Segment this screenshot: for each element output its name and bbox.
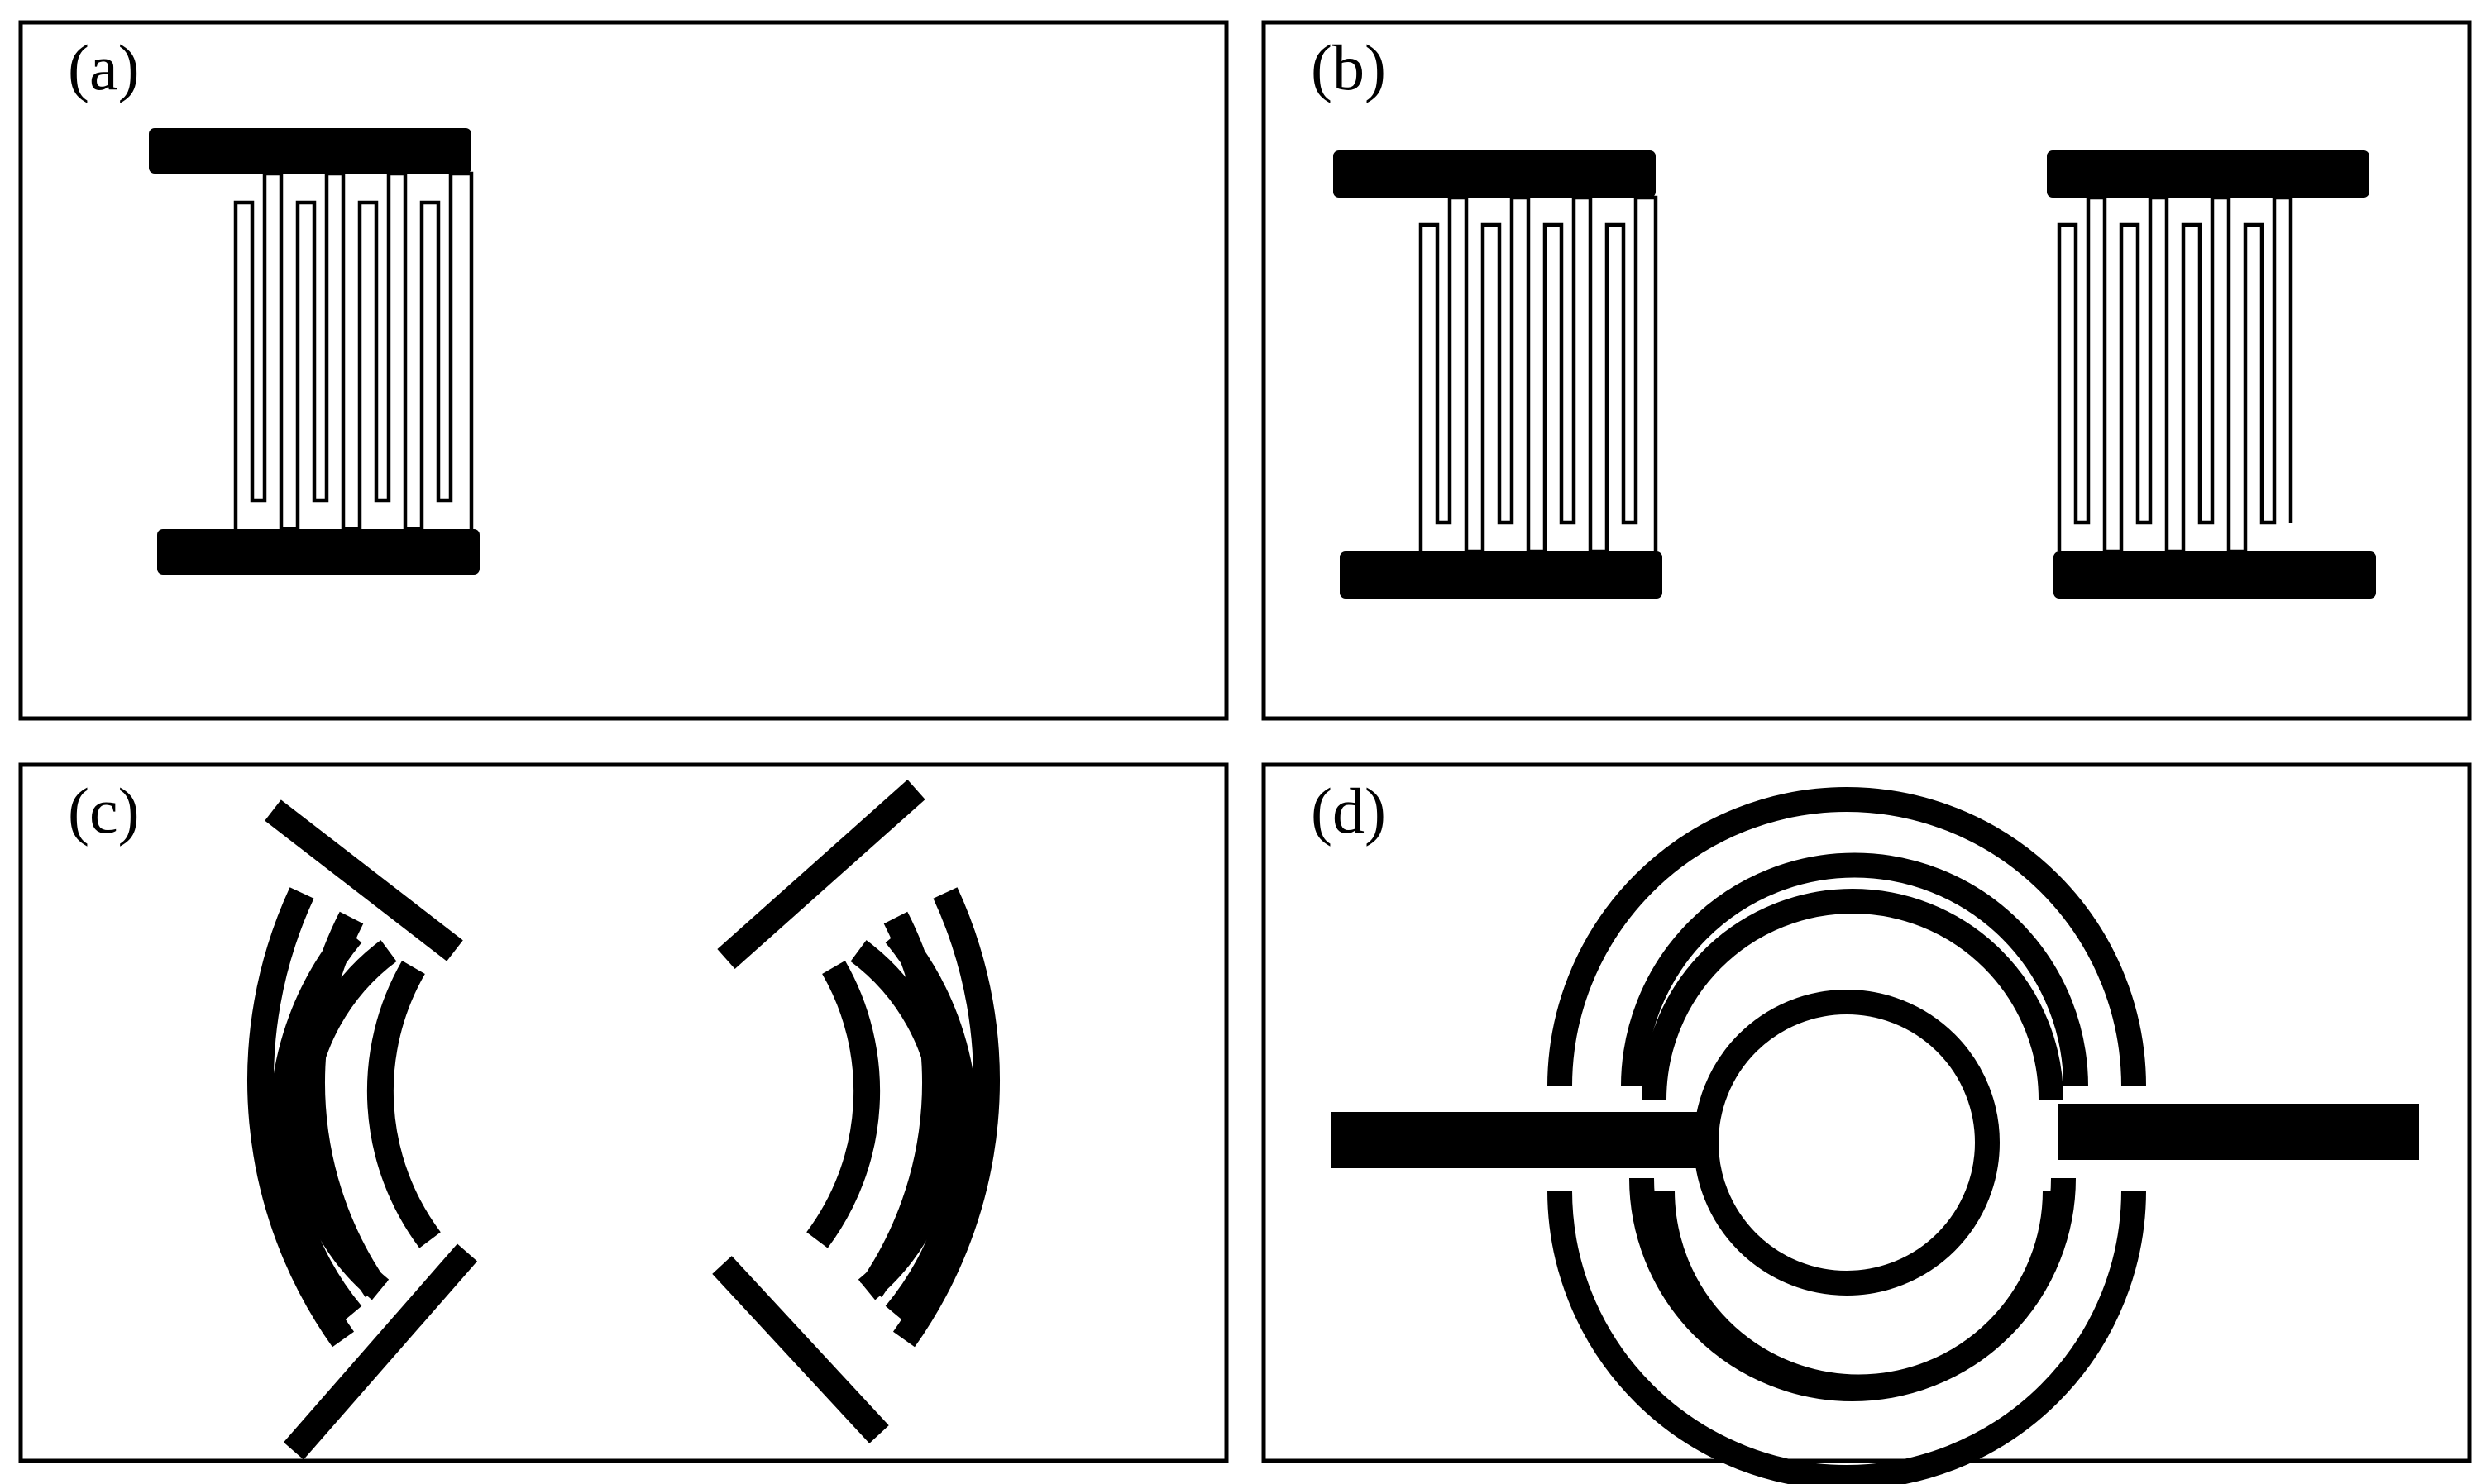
finger-meander: [233, 171, 474, 532]
panel-a-label: (a): [68, 31, 140, 103]
top-diagonal-bar: [717, 780, 925, 969]
top-diagonal-bar: [265, 799, 463, 961]
finger-meander: [2057, 195, 2293, 554]
top-bus-bar: [149, 128, 471, 174]
finger-meander: [1418, 195, 1658, 554]
outer-arc: [247, 887, 355, 1348]
middle-arc-2: [269, 925, 362, 1324]
idt-electrode-a: [149, 128, 480, 575]
third-ring-top: [1642, 889, 2063, 1100]
inner-arc-2: [288, 940, 397, 1300]
panel-c-label: (c): [68, 775, 140, 847]
panel-b-frame: [1261, 20, 2472, 721]
panel-d: (d): [1261, 762, 2472, 1484]
curved-electrode-right: [712, 780, 1000, 1443]
panel-c-frame: [18, 762, 1229, 1463]
outer-arc: [892, 887, 1000, 1348]
third-ring-bottom: [1629, 1177, 2076, 1401]
left-feed-bar: [1331, 1112, 1708, 1168]
right-feed-bar: [2058, 1104, 2419, 1160]
top-bus-bar: [1333, 150, 1656, 198]
bottom-diagonal-bar: [283, 1243, 478, 1460]
curved-electrode-left: [247, 799, 478, 1460]
outer-ring-top: [1547, 787, 2146, 1087]
middle-arc-2: [885, 925, 978, 1324]
inner-arc: [366, 961, 441, 1248]
bottom-bus-bar: [2053, 551, 2376, 599]
top-bus-bar: [2047, 150, 2369, 198]
panel-a: (a): [18, 20, 1229, 721]
inner-arc: [806, 961, 881, 1248]
idt-electrode-b-left: [1333, 150, 1662, 599]
interdigitated-fingers: [233, 171, 474, 532]
panel-b-label: (b): [1311, 31, 1386, 103]
bottom-bus-bar: [1340, 551, 1662, 599]
outer-ring-bottom: [1547, 1190, 2146, 1484]
bottom-diagonal-bar: [712, 1256, 889, 1443]
panel-c: (c): [18, 762, 1229, 1463]
panel-a-frame: [18, 20, 1229, 721]
second-ring-top: [1621, 852, 2088, 1087]
inner-arc-2: [850, 940, 959, 1300]
panel-d-label: (d): [1311, 775, 1386, 847]
idt-electrode-b-right: [2047, 150, 2376, 599]
concentric-ring-electrode: [1331, 787, 2419, 1484]
bottom-bus-bar: [157, 529, 480, 575]
panel-b: (b): [1261, 20, 2472, 721]
